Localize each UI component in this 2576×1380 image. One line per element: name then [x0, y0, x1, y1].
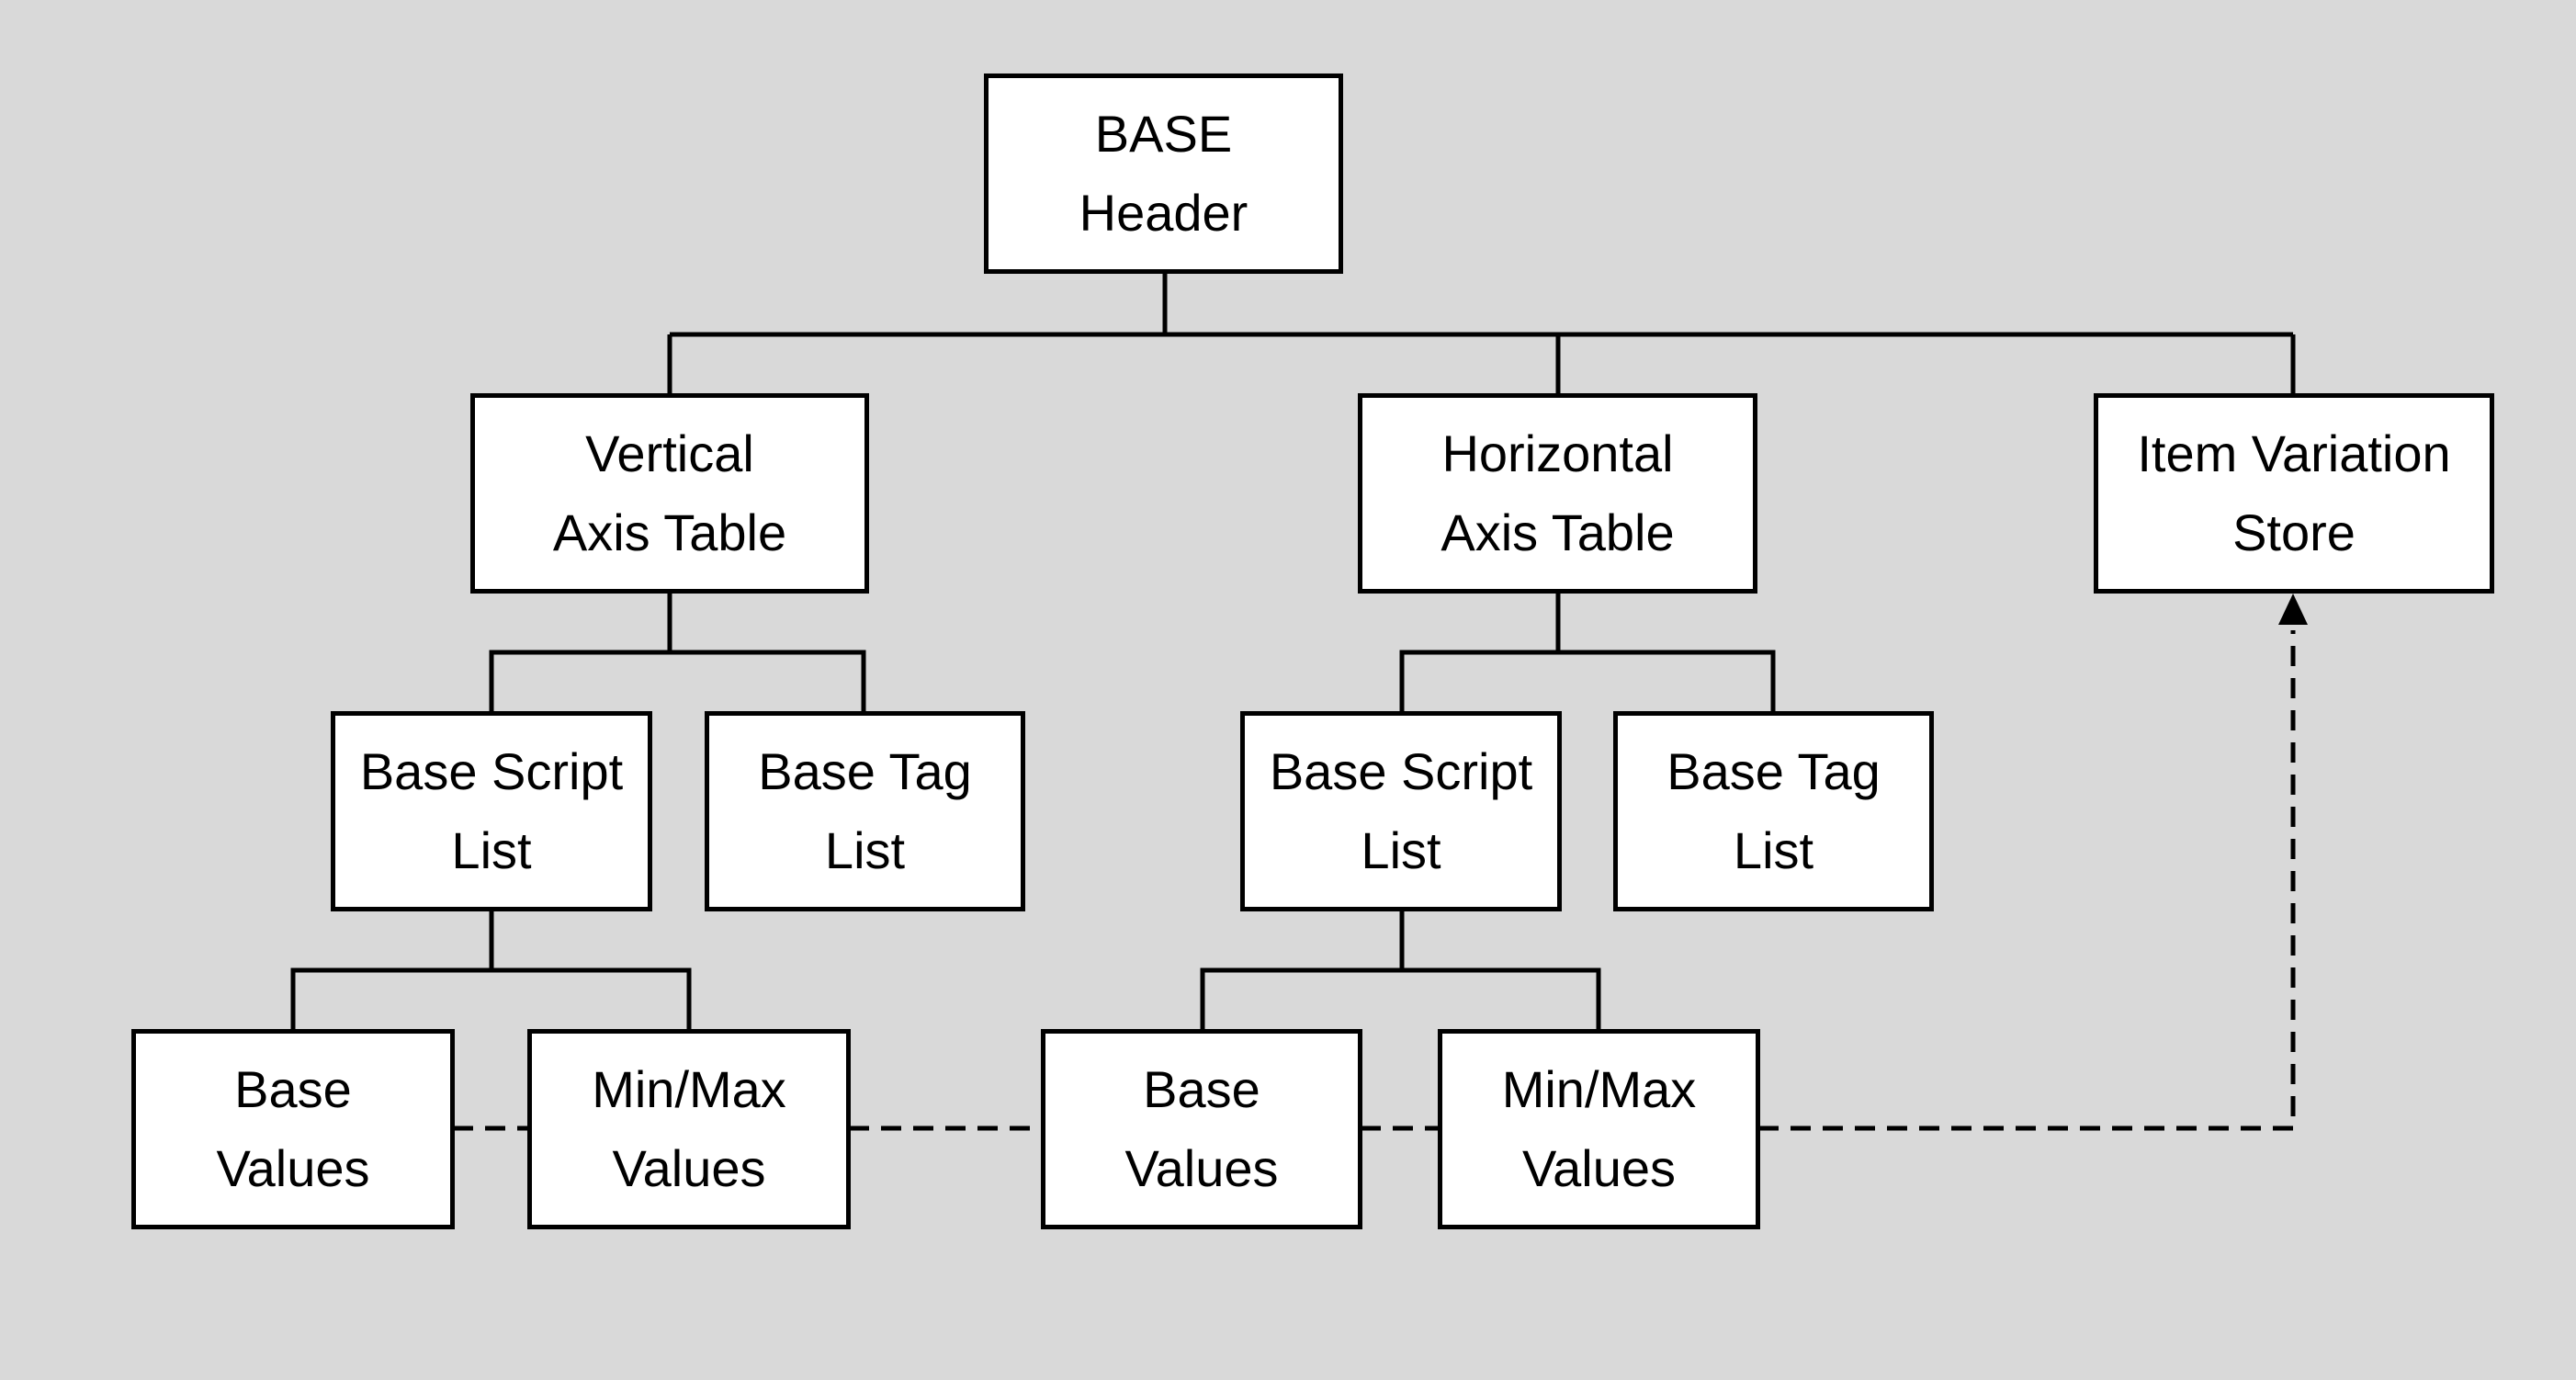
v-script-list-children-connector	[290, 911, 494, 1031]
v-base-script-list-line1: Base Script	[359, 742, 624, 800]
h-minmax-values-line2: Values	[1521, 1139, 1677, 1197]
vertical-axis-to-tag-list	[670, 650, 866, 713]
v-base-script-list-line2: List	[451, 821, 532, 879]
h-base-tag-list-box: Base Tag List	[1613, 711, 1934, 911]
v-minmax-values-line1: Min/Max	[592, 1060, 786, 1118]
h-base-script-list-line2: List	[1361, 821, 1441, 879]
vertical-axis-line1: Vertical	[585, 424, 754, 482]
h-minmax-values-line1: Min/Max	[1501, 1060, 1697, 1118]
v-base-tag-list-line2: List	[824, 821, 906, 879]
v-script-list-to-minmax	[491, 967, 692, 1031]
base-header-line2: Header	[1079, 184, 1248, 242]
h-base-script-list-box: Base Script List	[1240, 711, 1562, 911]
base-header-line1: BASE	[1094, 105, 1233, 163]
v-base-script-list-box: Base Script List	[331, 711, 652, 911]
base-header-box: BASE Header	[984, 74, 1343, 274]
v-base-tag-list-line1: Base Tag	[758, 742, 972, 800]
h-script-list-children-connector	[1200, 911, 1405, 1031]
h-base-values-line1: Base	[1143, 1060, 1260, 1118]
v-minmax-values-box: Min/Max Values	[527, 1029, 851, 1229]
item-variation-store-line2: Store	[2232, 503, 2356, 561]
horizontal-axis-line1: Horizontal	[1441, 424, 1674, 482]
h-minmax-values-box: Min/Max Values	[1438, 1029, 1760, 1229]
h-base-values-line2: Values	[1124, 1139, 1279, 1197]
horizontal-axis-children-connector	[1399, 594, 1561, 713]
arrowhead-icon	[2278, 594, 2308, 625]
h-base-tag-list-line1: Base Tag	[1666, 742, 1881, 800]
vertical-axis-line2: Axis Table	[552, 503, 787, 561]
v-base-values-line2: Values	[216, 1139, 370, 1197]
h-script-list-to-minmax	[1402, 967, 1601, 1031]
horizontal-axis-to-tag-list	[1558, 650, 1776, 713]
h-base-tag-list-line2: List	[1733, 821, 1814, 879]
vertical-axis-table-box: Vertical Axis Table	[470, 393, 869, 594]
item-variation-store-box: Item Variation Store	[2094, 393, 2494, 594]
h-base-script-list-line1: Base Script	[1269, 742, 1533, 800]
v-base-values-line1: Base	[234, 1060, 352, 1118]
v-minmax-values-line2: Values	[612, 1139, 766, 1197]
v-base-tag-list-box: Base Tag List	[705, 711, 1025, 911]
horizontal-axis-table-box: Horizontal Axis Table	[1358, 393, 1757, 594]
item-variation-store-line1: Item Variation	[2137, 424, 2451, 482]
vertical-axis-children-connector	[489, 594, 672, 713]
v-base-values-box: Base Values	[131, 1029, 455, 1229]
dashed-link-to-item-variation-store	[1758, 630, 2296, 1131]
h-base-values-box: Base Values	[1041, 1029, 1362, 1229]
horizontal-axis-line2: Axis Table	[1441, 503, 1675, 561]
